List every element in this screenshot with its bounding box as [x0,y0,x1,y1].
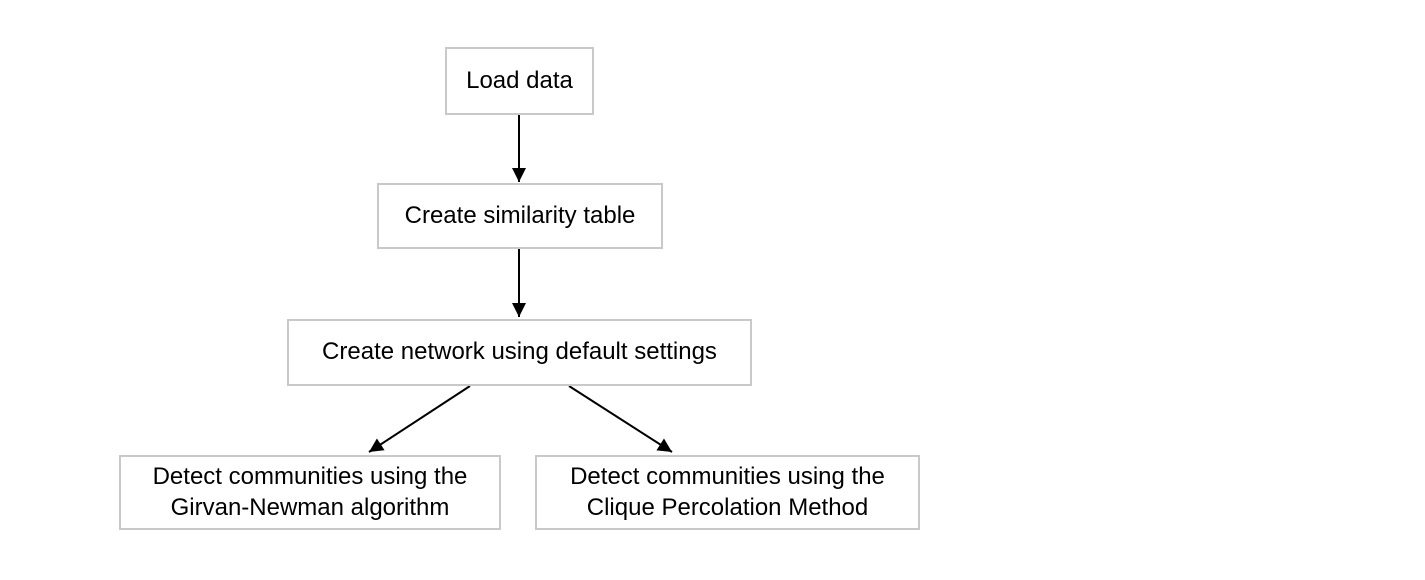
node-detect-communities-girvan-newman: Detect communities using the Girvan-Newm… [119,455,501,530]
arrow-network-to-girvan-newman [368,385,471,453]
node-create-similarity-table: Create similarity table [377,183,663,249]
node-load-data: Load data [445,47,594,115]
node-detect-communities-clique-percolation: Detect communities using the Clique Perc… [535,455,920,530]
node-create-network-default-settings: Create network using default settings [287,319,752,386]
arrow-network-to-clique-percolation [568,385,673,453]
